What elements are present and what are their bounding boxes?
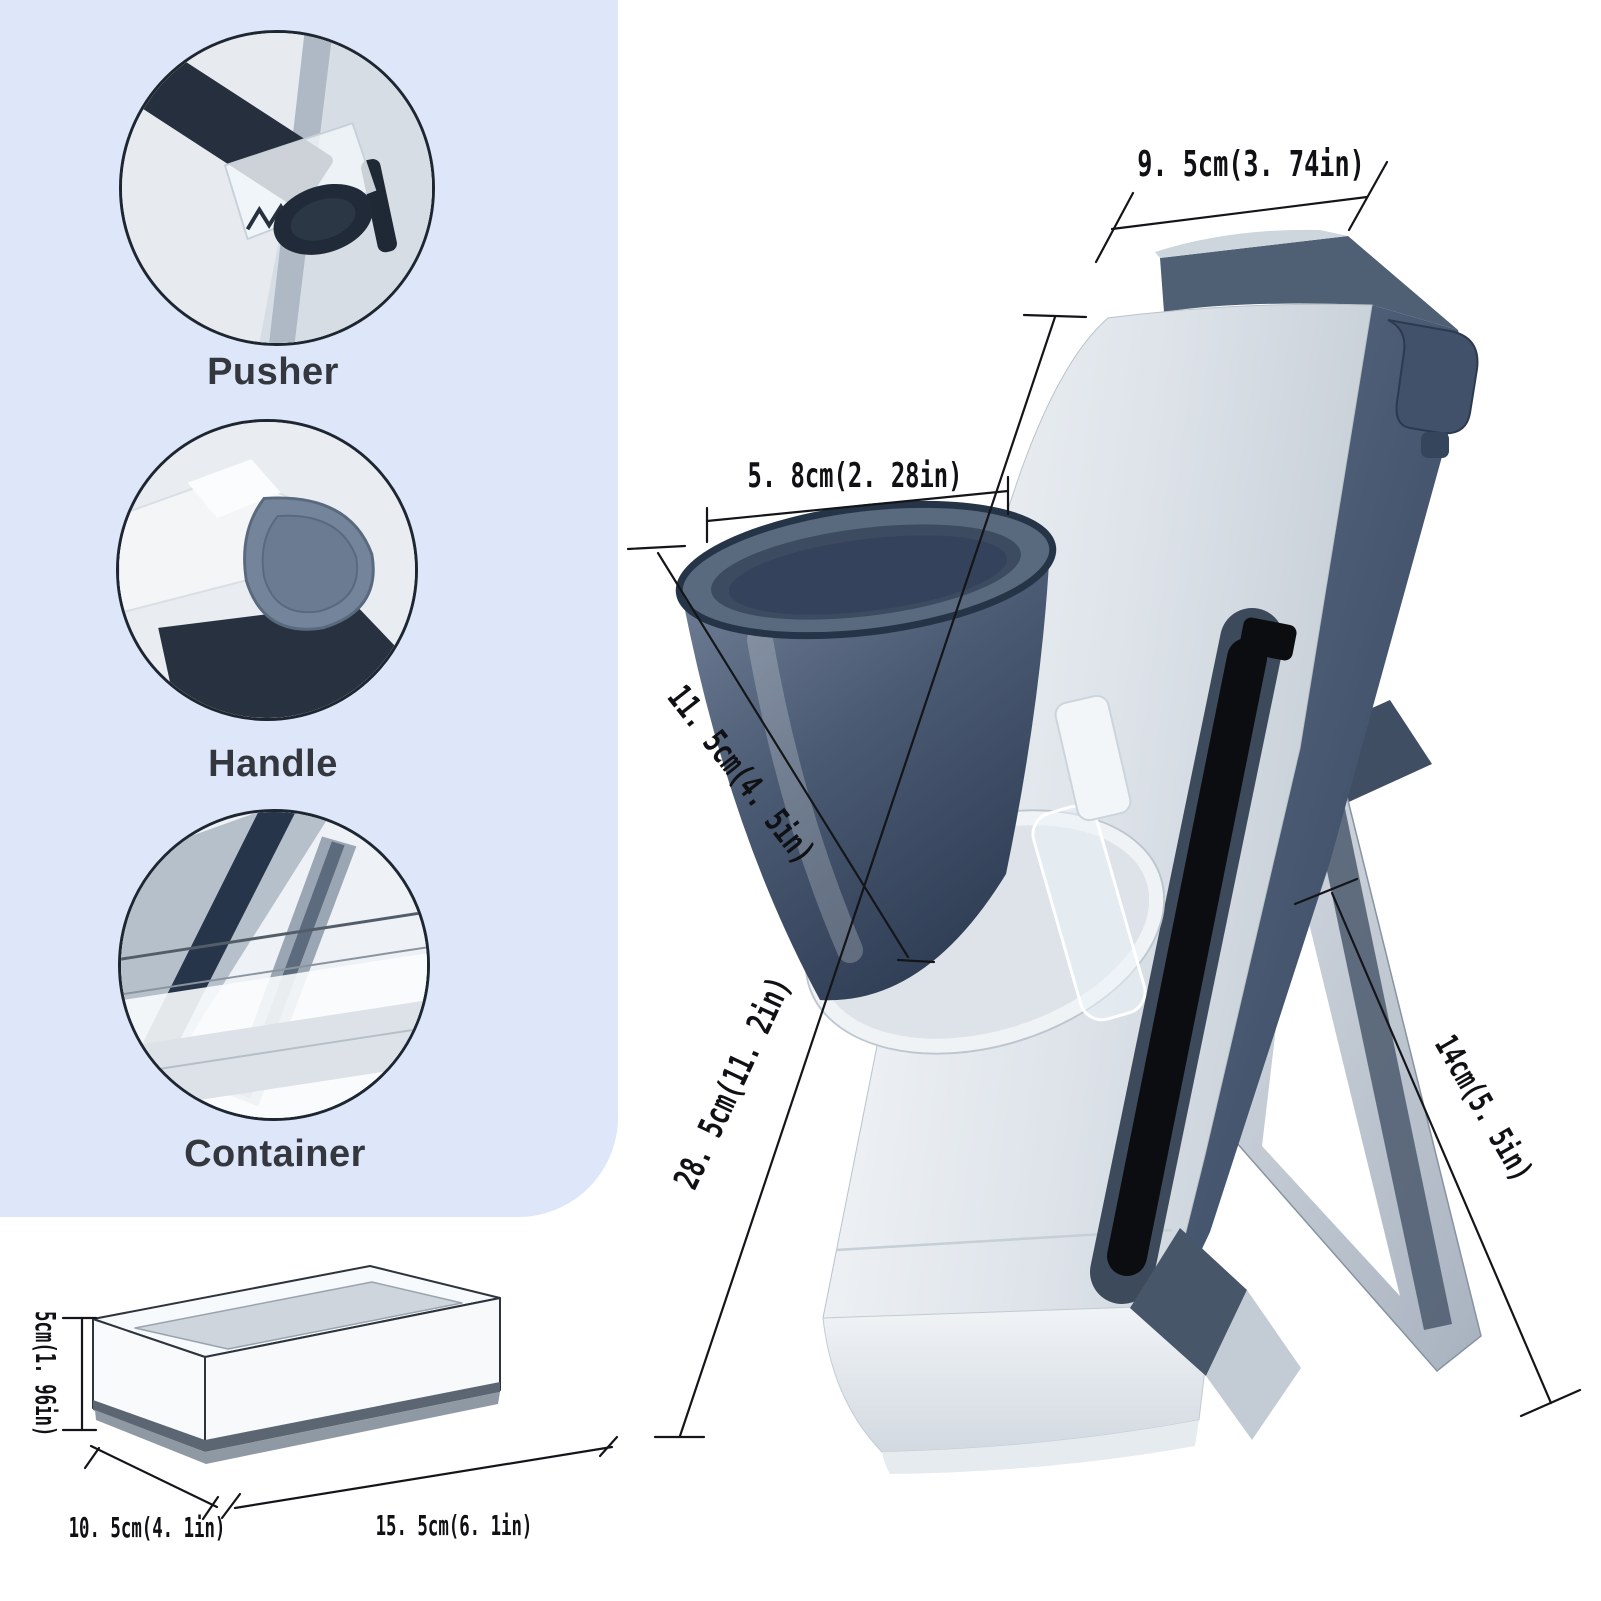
dim-label-hopper-width: 5. 8cm(2. 28in) bbox=[747, 456, 963, 496]
dim-line-box-height bbox=[61, 1316, 98, 1432]
dim-label-box-length: 15. 5cm(6. 1in) bbox=[375, 1509, 533, 1542]
container-photo bbox=[121, 812, 427, 1118]
container-photo-circle bbox=[118, 809, 430, 1121]
dim-line-top-width bbox=[1094, 160, 1389, 264]
dim-label-box-height: 5cm(1. 96in) bbox=[29, 1311, 62, 1437]
funnel-collar bbox=[1031, 804, 1147, 1022]
slicer-base bbox=[822, 1228, 1301, 1474]
pusher-photo-circle bbox=[119, 30, 435, 346]
dim-line-stand-height bbox=[1293, 877, 1582, 1418]
blade-slot bbox=[1107, 638, 1267, 1276]
pusher-label: Pusher bbox=[207, 351, 339, 393]
dim-line-hopper-length bbox=[626, 544, 936, 964]
handle-label: Handle bbox=[208, 743, 338, 785]
handle-photo bbox=[119, 422, 415, 718]
handle-photo-circle bbox=[116, 419, 418, 721]
dim-line-hopper-width bbox=[705, 475, 1010, 544]
pusher-photo bbox=[122, 33, 432, 343]
dim-label-box-depth: 10. 5cm(4. 1in) bbox=[68, 1511, 226, 1544]
dimension-lines bbox=[61, 160, 1582, 1521]
dim-label-top-width: 9. 5cm(3. 74in) bbox=[1137, 144, 1365, 185]
container-label: Container bbox=[184, 1133, 366, 1175]
handle-knob bbox=[1387, 319, 1479, 458]
dim-line-box-length bbox=[220, 1435, 619, 1520]
pusher-cap bbox=[223, 122, 377, 241]
container-tray bbox=[121, 1000, 427, 1113]
dim-line-box-depth bbox=[83, 1444, 220, 1521]
container-drawing bbox=[92, 1265, 501, 1464]
dim-line-body-height bbox=[653, 313, 1088, 1439]
